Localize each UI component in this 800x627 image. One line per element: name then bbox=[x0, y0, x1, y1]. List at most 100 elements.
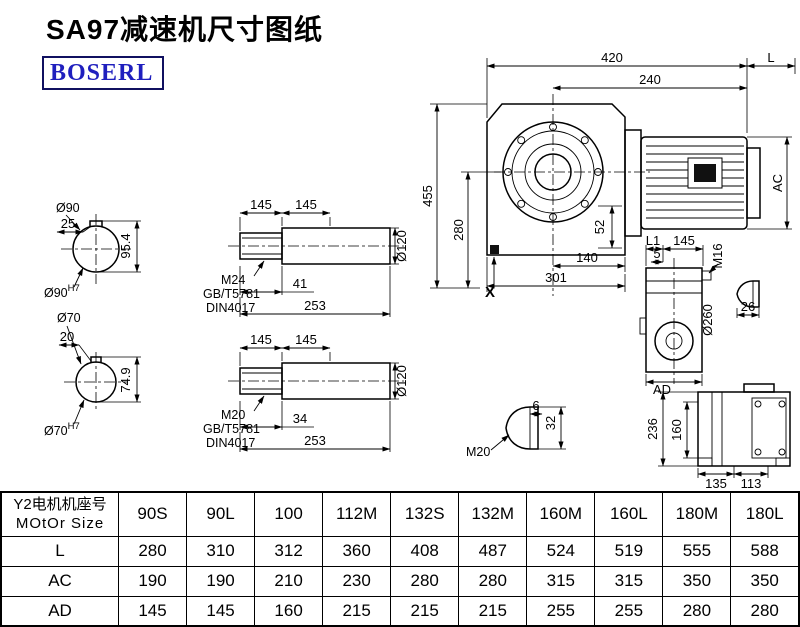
dim-160-label: 160 bbox=[669, 419, 684, 441]
dim-253-bottom: 253 bbox=[239, 401, 391, 452]
dim-301: 301 bbox=[486, 257, 626, 292]
dim-L: L bbox=[746, 50, 796, 74]
dim-455-label: 455 bbox=[420, 185, 435, 207]
key-detail: 26 bbox=[736, 280, 760, 318]
bore90-tol-sup: H7 bbox=[68, 283, 80, 294]
bore70-tol-callout: Ø70H7 bbox=[44, 399, 85, 438]
table-cell: 280 bbox=[458, 565, 528, 597]
std1-bottom-label: GB/T5781 bbox=[203, 422, 260, 436]
table-row-AD: AD 145 145 160 215 215 215 255 255 280 2… bbox=[0, 595, 800, 627]
shaft-body-2 bbox=[281, 362, 391, 400]
brand-logo-text: BOSERL bbox=[50, 59, 154, 86]
table-cell: 190 bbox=[117, 565, 188, 597]
std2-bottom-label: DIN4017 bbox=[206, 436, 255, 450]
dim-145a-label: 145 bbox=[250, 197, 272, 212]
bore-view-90: Ø90 25 95.4 Ø90H7 bbox=[44, 201, 141, 300]
dim-140-label: 140 bbox=[576, 250, 598, 265]
table-cell: 315 bbox=[526, 565, 596, 597]
bore70-tol-sup: H7 bbox=[68, 421, 80, 432]
table-header-row: Y2电机机座号 MOtOr Size 90S 90L 100 112M 132S… bbox=[0, 491, 800, 537]
dim-113-label: 113 bbox=[741, 476, 762, 491]
dim-145-145-bottom: 145 145 bbox=[239, 332, 331, 366]
dim-145d-label: 145 bbox=[295, 332, 317, 347]
dim-L1-label: L1 bbox=[646, 233, 660, 248]
table-cell: 215 bbox=[322, 595, 392, 627]
table-cell: 312 bbox=[254, 535, 324, 567]
dim-280: 280 bbox=[451, 171, 501, 289]
thread-m24-label: M24 bbox=[221, 273, 245, 287]
dim-25-label: 25 bbox=[61, 216, 75, 231]
dim-AC: AC bbox=[747, 136, 792, 230]
table-cell: 215 bbox=[390, 595, 460, 627]
output-shaft-view: L1 145 5 M16 Ø260 26 bbox=[639, 233, 760, 397]
table-row-AC: AC 190 190 210 230 280 280 315 315 350 3… bbox=[0, 565, 800, 597]
table-cell: 588 bbox=[730, 535, 800, 567]
dim-135-113: 135 113 bbox=[697, 466, 769, 491]
column-header-90L: 90L bbox=[186, 491, 256, 537]
x-reference-mark bbox=[490, 245, 499, 254]
std1-top-label: GB/T5781 bbox=[203, 287, 260, 301]
dim-236: 236 bbox=[645, 391, 698, 467]
table-cell: 160 bbox=[254, 595, 324, 627]
bore70-tol-label: Ø70H7 bbox=[44, 421, 80, 438]
dim-145b-label: 145 bbox=[295, 197, 317, 212]
row-label-AD: AD bbox=[0, 595, 119, 627]
dim-52-label: 52 bbox=[592, 220, 607, 234]
output-bore-circle bbox=[654, 321, 694, 361]
output-side-tab bbox=[639, 317, 647, 335]
bore90-tol-label: Ø90H7 bbox=[44, 283, 80, 300]
table-cell: 408 bbox=[390, 535, 460, 567]
dim-145-145-top: 145 145 bbox=[239, 197, 331, 231]
table-cell: 255 bbox=[594, 595, 664, 627]
dim-AD: AD bbox=[645, 374, 703, 397]
table-cell: 280 bbox=[730, 595, 800, 627]
table-corner-line2: MOtOr Size bbox=[15, 515, 105, 533]
breather-plug-view: 6 32 M20 bbox=[466, 398, 566, 459]
dim-160: 160 bbox=[669, 401, 698, 459]
rear-foot-left bbox=[697, 457, 713, 467]
dim-keyheight-90: 95.4 bbox=[96, 220, 141, 273]
dim-dia120-bottom: Ø120 bbox=[390, 362, 409, 400]
bore90-dia-label: Ø90 bbox=[56, 201, 80, 215]
dim-52: 52 bbox=[592, 205, 622, 249]
rear-top-notch bbox=[743, 383, 775, 393]
dim-L-label: L bbox=[767, 50, 774, 65]
table-cell: 360 bbox=[322, 535, 392, 567]
dim-32: 32 bbox=[538, 406, 566, 450]
table-cell: 487 bbox=[458, 535, 528, 567]
rear-bolt-holes bbox=[754, 400, 786, 456]
keyway-90 bbox=[89, 220, 103, 228]
dim-253-top: 253 bbox=[239, 266, 391, 317]
dim-dia120-top-label: Ø120 bbox=[394, 230, 409, 262]
motor-terminal-core bbox=[694, 164, 716, 182]
x-reference-label: X bbox=[485, 284, 495, 301]
motor-dimension-table: Y2电机机座号 MOtOr Size 90S 90L 100 112M 132S… bbox=[0, 491, 800, 627]
dim-253-top-label: 253 bbox=[304, 298, 326, 313]
dim-20-label: 20 bbox=[60, 329, 74, 344]
dim-41: 41 bbox=[239, 266, 314, 295]
dim-keyheight-70: 74.9 bbox=[96, 356, 141, 403]
table-cell: 215 bbox=[458, 595, 528, 627]
m16-plug bbox=[701, 270, 712, 281]
flange-bolt-holes bbox=[504, 123, 602, 221]
dim-236-label: 236 bbox=[645, 418, 660, 440]
dim-301-label: 301 bbox=[545, 270, 567, 285]
thread-m20-label: M20 bbox=[221, 408, 245, 422]
dim-keywidth-70: 20 bbox=[58, 329, 92, 362]
column-header-160L: 160L bbox=[594, 491, 664, 537]
dim-34-label: 34 bbox=[293, 411, 307, 426]
dim-455: 455 bbox=[420, 103, 487, 289]
table-cell: 555 bbox=[662, 535, 732, 567]
dim-dia120-top: Ø120 bbox=[390, 227, 409, 265]
table-cell: 145 bbox=[186, 595, 256, 627]
column-header-160M: 160M bbox=[526, 491, 596, 537]
dim-6: 6 bbox=[529, 398, 543, 417]
table-cell: 280 bbox=[662, 595, 732, 627]
main-assembly-view: 420 L 240 455 280 bbox=[420, 50, 796, 301]
thread-m16-label: M16 bbox=[710, 243, 725, 268]
dim-145e-label: 145 bbox=[673, 233, 695, 248]
bore90-tol-base: Ø90 bbox=[44, 286, 68, 300]
table-row-L: L 280 310 312 360 408 487 524 519 555 58… bbox=[0, 535, 800, 567]
table-cell: 350 bbox=[730, 565, 800, 597]
